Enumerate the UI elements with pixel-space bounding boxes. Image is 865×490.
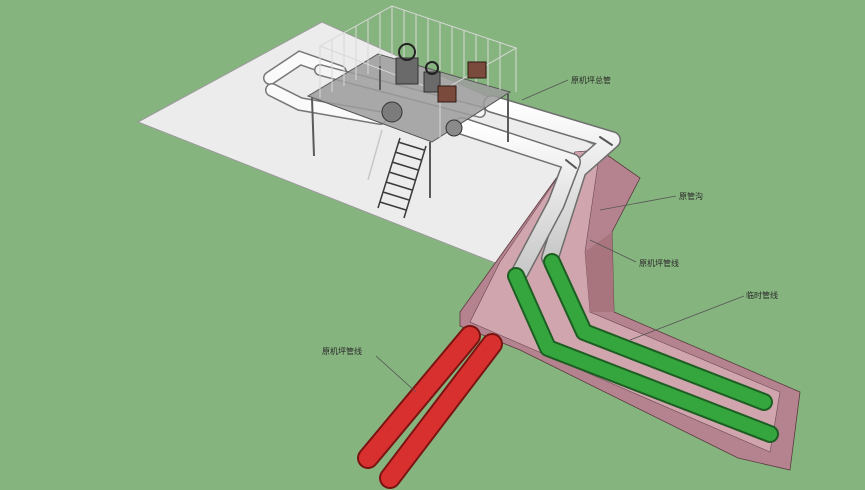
valve-platform — [306, 5, 518, 198]
label-temporary-pipeline: 临时管线 — [746, 290, 778, 300]
green-temporary-pipeline — [507, 253, 779, 443]
label-orig-pipeline-white: 原机坪管线 — [639, 258, 679, 268]
actuator-box-icon — [437, 61, 487, 103]
leader-lines — [375, 79, 745, 393]
red-pipeline — [357, 325, 503, 489]
white-pipeline — [453, 95, 621, 281]
valve-handwheel-icon — [381, 43, 463, 137]
label-pipe-trench: 原管沟 — [679, 191, 703, 201]
label-main-pipe: 原机坪总管 — [571, 75, 611, 85]
label-orig-pipeline-red: 原机坪管线 — [322, 346, 362, 356]
staircase — [367, 129, 427, 219]
